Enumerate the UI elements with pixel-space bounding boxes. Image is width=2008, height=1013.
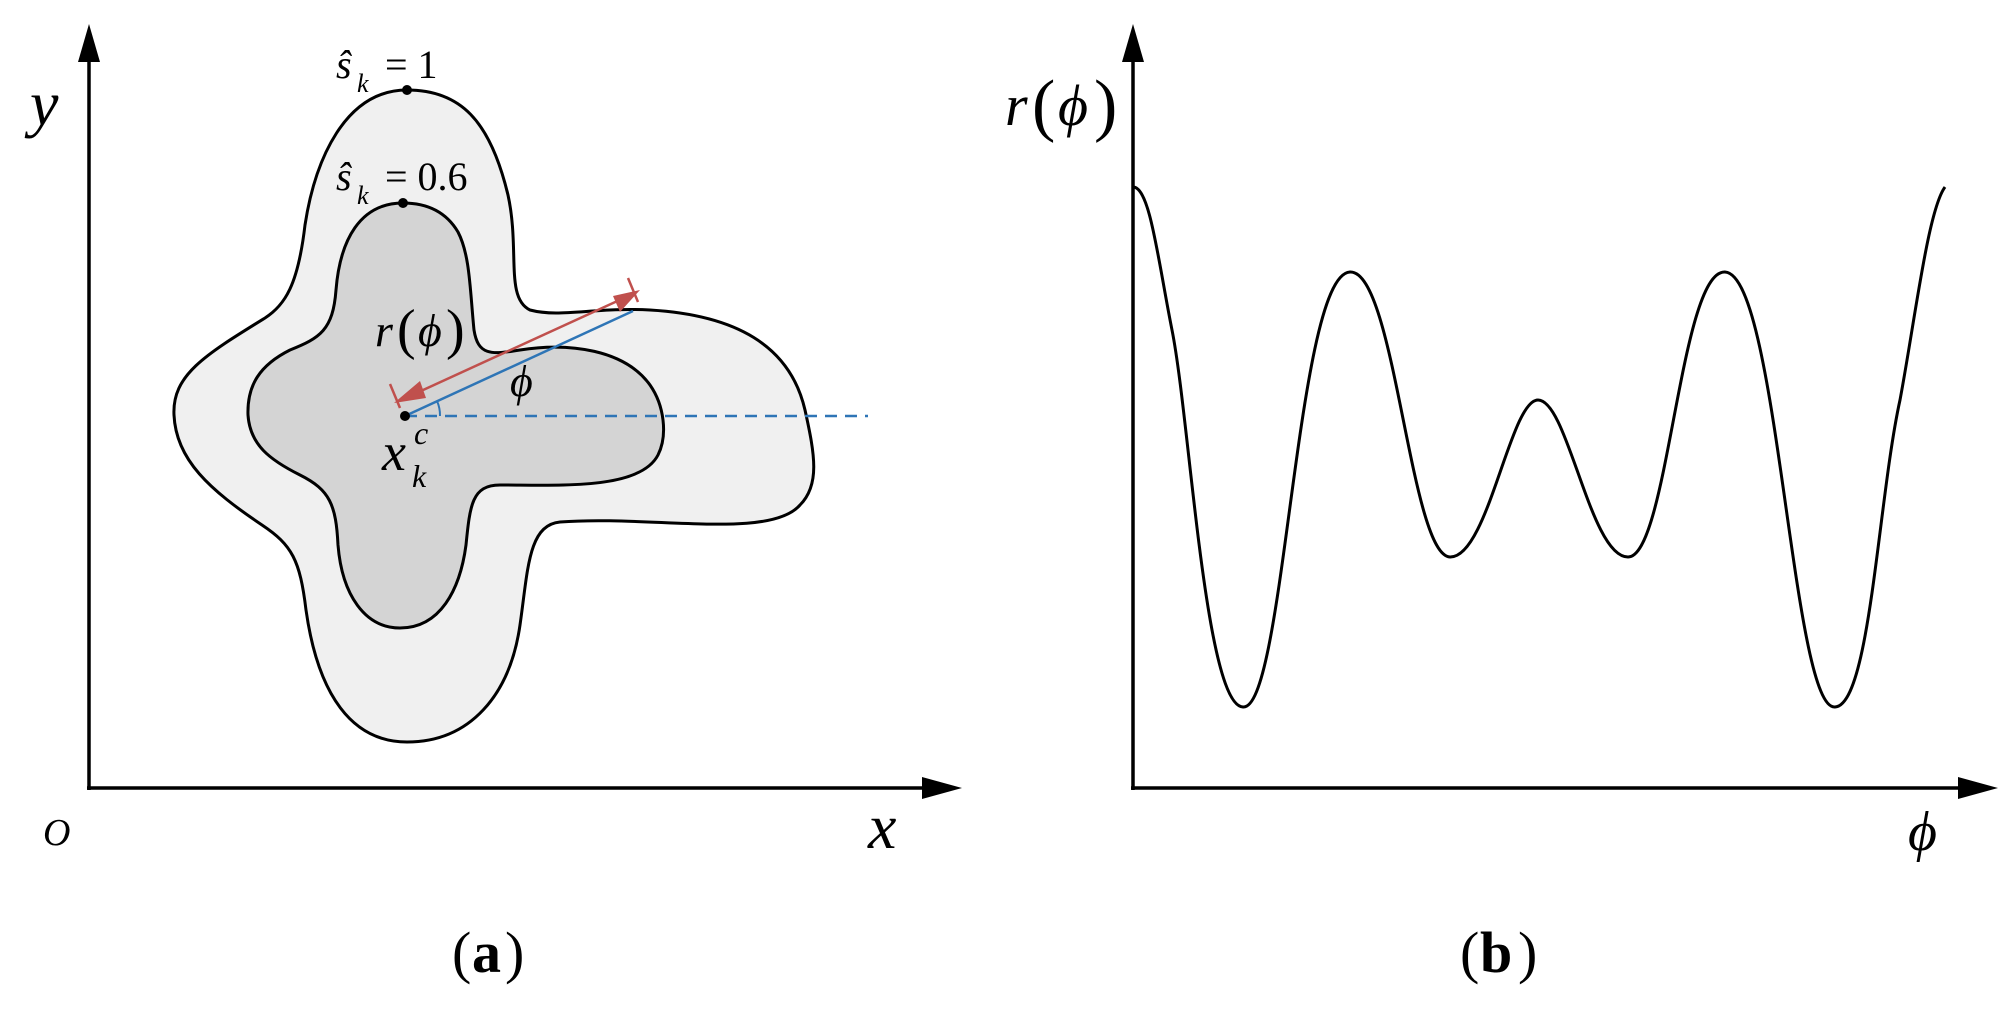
b-x-axis-arrowhead — [1958, 777, 1998, 799]
radius-line — [404, 309, 634, 418]
inner-contour-label: ŝ k = 0.6 — [336, 154, 468, 210]
svg-text:= 0.6: = 0.6 — [385, 154, 468, 199]
y-axis-label: y — [24, 68, 59, 139]
inner-contour-top-point — [398, 198, 408, 208]
b-y-axis-label: r ( ϕ ) — [1005, 67, 1117, 144]
x-axis-arrowhead — [922, 777, 962, 799]
svg-text:ϕ: ϕ — [1058, 73, 1088, 138]
center-label: x k c — [381, 415, 428, 494]
center-point — [400, 411, 410, 421]
svg-text:): ) — [1518, 920, 1537, 985]
radius-function-curve — [1132, 185, 1947, 709]
x-axis-label: x — [867, 791, 896, 862]
svg-text:x: x — [381, 422, 406, 482]
b-y-axis-arrowhead — [1122, 24, 1144, 62]
svg-text:(: ( — [1032, 67, 1055, 144]
panel-a-caption: ( a ) — [452, 920, 524, 985]
outer-contour-label: ŝ k = 1 — [336, 42, 438, 98]
origin-label: O — [43, 812, 70, 854]
svg-text:(: ( — [452, 920, 471, 985]
svg-text:k: k — [412, 458, 427, 494]
svg-text:r: r — [375, 305, 394, 356]
svg-text:ŝ: ŝ — [336, 154, 352, 199]
svg-text:ϕ: ϕ — [418, 305, 442, 356]
svg-text:): ) — [505, 920, 524, 985]
svg-text:b: b — [1480, 920, 1512, 985]
radius-dimension-arrow — [388, 277, 640, 409]
svg-text:= 1: = 1 — [385, 42, 438, 87]
svg-text:a: a — [472, 920, 501, 985]
panel-b: r ( ϕ ) ϕ ( b ) — [1005, 24, 1998, 985]
b-x-axis-label: ϕ — [1908, 801, 1937, 863]
svg-text:ŝ: ŝ — [336, 42, 352, 87]
panel-a: y x O ŝ k = 1 ŝ k = 0.6 r ( ϕ ) ϕ x k c — [24, 24, 962, 985]
angle-arc — [436, 400, 442, 417]
svg-text:r: r — [1005, 73, 1028, 138]
svg-text:): ) — [446, 299, 465, 361]
svg-text:k: k — [357, 181, 369, 210]
panel-b-caption: ( b ) — [1460, 920, 1537, 985]
angle-label: ϕ — [510, 357, 533, 406]
svg-text:k: k — [357, 69, 369, 98]
radius-label: r ( ϕ ) — [375, 299, 465, 361]
svg-text:(: ( — [397, 299, 416, 361]
svg-text:c: c — [414, 415, 428, 451]
svg-text:): ) — [1094, 67, 1117, 144]
outer-contour-top-point — [402, 85, 412, 95]
y-axis-arrowhead — [78, 24, 100, 62]
svg-text:(: ( — [1460, 920, 1479, 985]
